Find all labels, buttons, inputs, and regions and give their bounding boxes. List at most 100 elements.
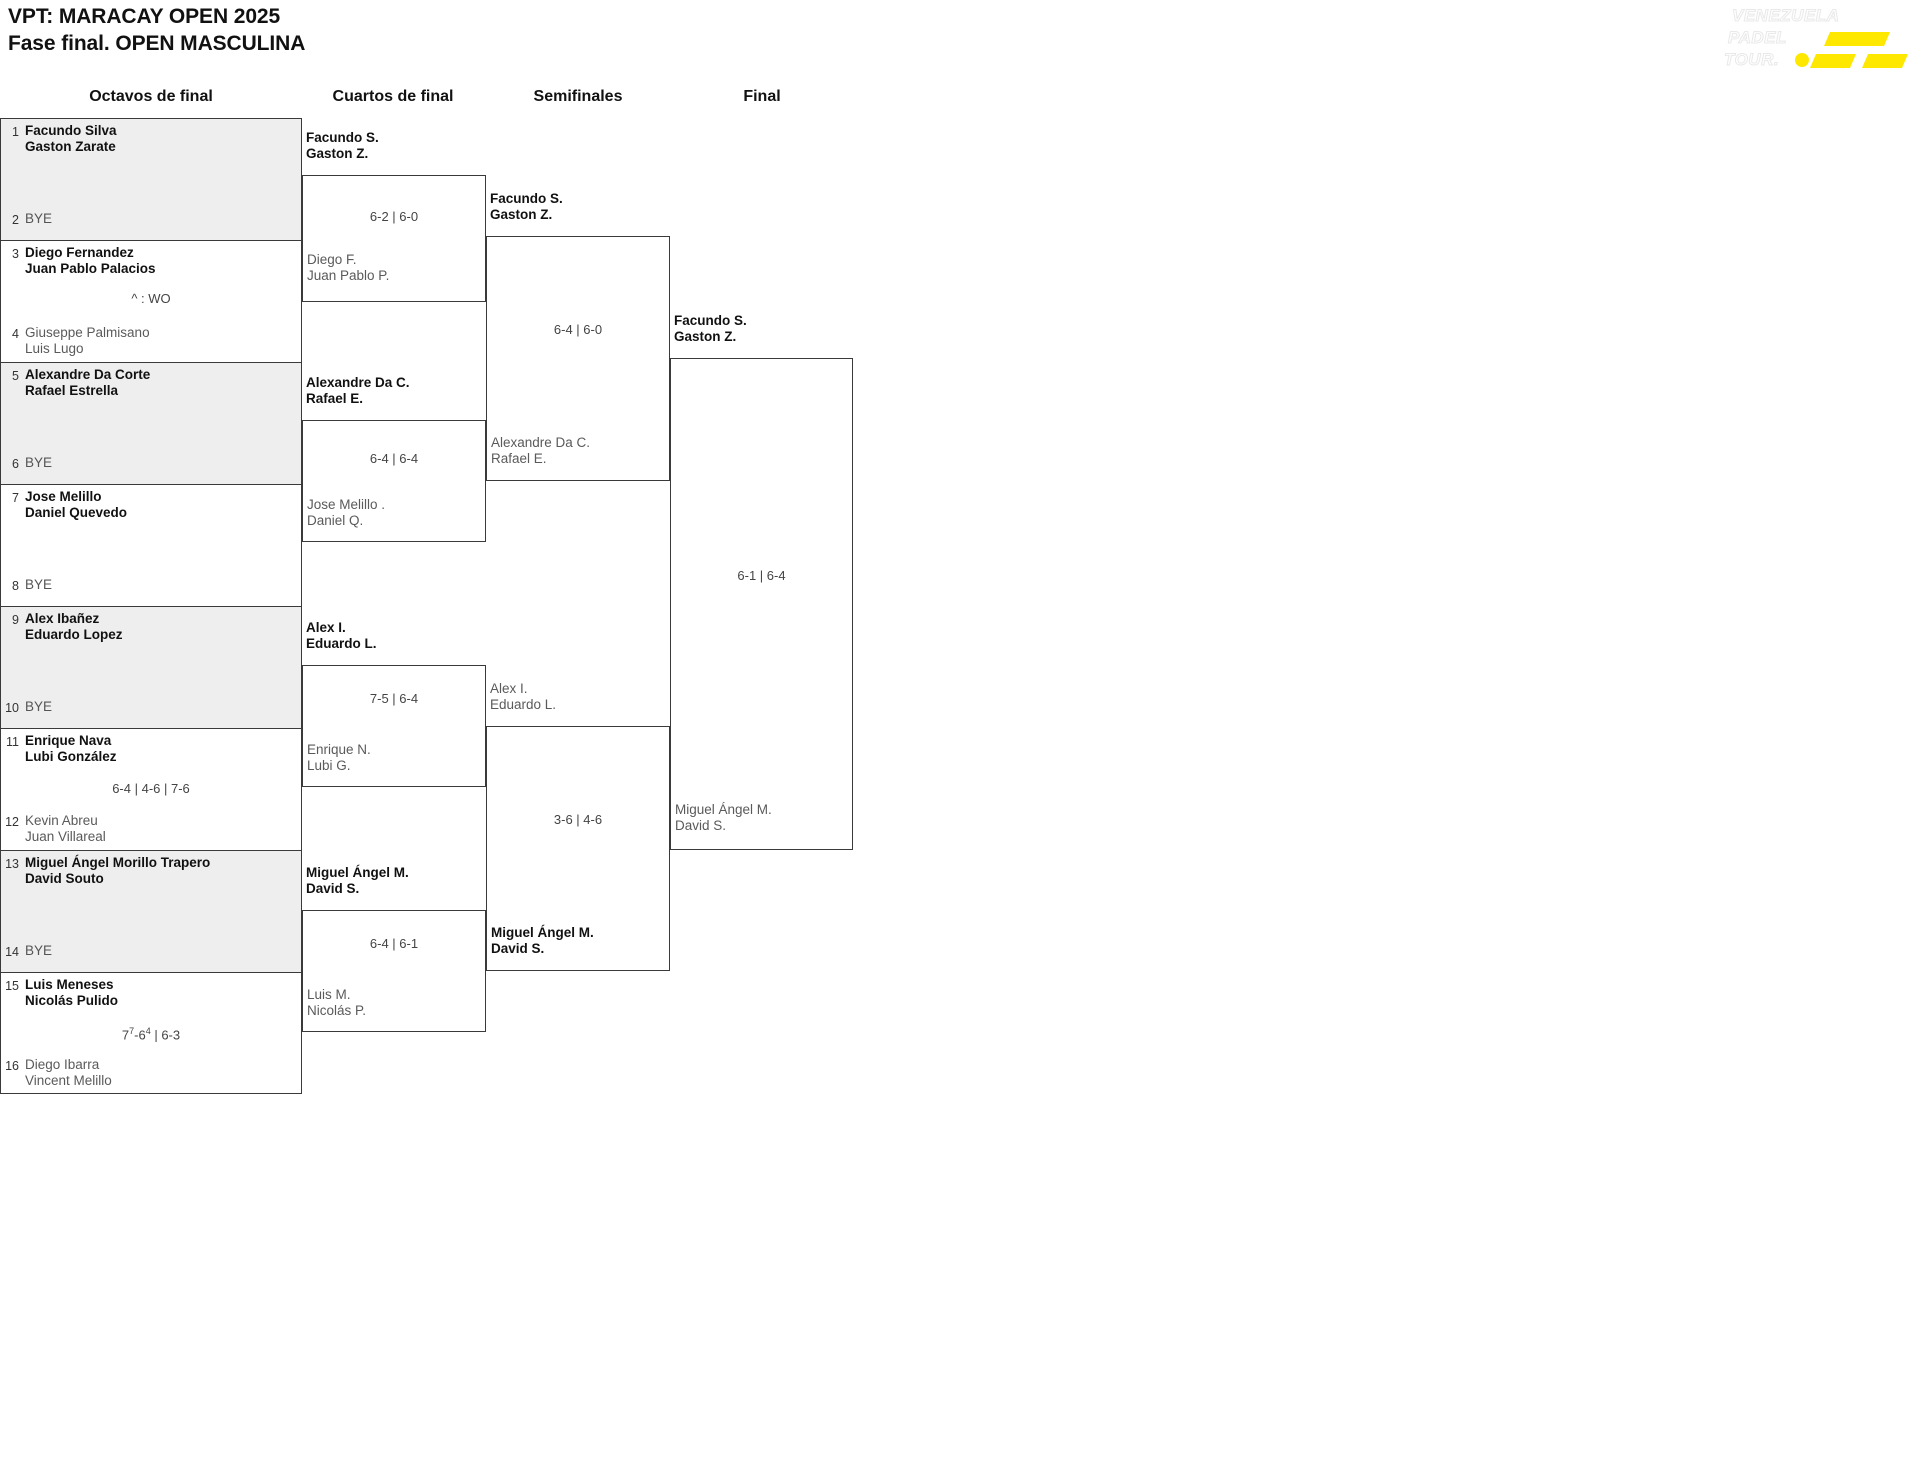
- r1-score-6: 6-4 | 4-6 | 7-6: [112, 781, 190, 796]
- round-heading-cuartos: Cuartos de final: [332, 88, 454, 105]
- player-1: Alex Ibañez: [25, 611, 100, 626]
- player-names: Alex Ibañez Eduardo Lopez: [25, 611, 123, 643]
- r2-match-2-loser: Jose Melillo . Daniel Q.: [307, 497, 385, 529]
- r1-slot-2[interactable]: 2 BYE: [1, 211, 301, 227]
- player-1: Alexandre Da C.: [306, 375, 410, 390]
- tournament-subtitle: Fase final. OPEN MASCULINA: [8, 31, 306, 55]
- r1-block-5[interactable]: 9 Alex Ibañez Eduardo Lopez 10 BYE: [0, 606, 302, 728]
- r1-slot-5[interactable]: 5 Alexandre Da Corte Rafael Estrella: [1, 367, 301, 399]
- r1-slot-10[interactable]: 10 BYE: [1, 699, 301, 715]
- player-names: BYE: [25, 943, 52, 959]
- player-1: Alexandre Da Corte: [25, 367, 151, 382]
- score-set1-games: 7: [121, 1027, 130, 1043]
- r1-slot-11[interactable]: 11 Enrique Nava Lubi González: [1, 733, 301, 765]
- player-names: BYE: [25, 577, 52, 593]
- seed-number: 9: [12, 613, 19, 627]
- r3-match-1-score: 6-4 | 6-0: [553, 322, 603, 337]
- r1-slot-14[interactable]: 14 BYE: [1, 943, 301, 959]
- r1-slot-16[interactable]: 16 Diego Ibarra Vincent Melillo: [1, 1057, 301, 1089]
- r1-block-3[interactable]: 5 Alexandre Da Corte Rafael Estrella 6 B…: [0, 362, 302, 484]
- r2-match-4-loser: Luis M. Nicolás P.: [307, 987, 366, 1019]
- r1-slot-4[interactable]: 4 Giuseppe Palmisano Luis Lugo: [1, 325, 301, 357]
- r2-match-2-winner: Alexandre Da C. Rafael E.: [306, 375, 410, 407]
- r2-match-1-loser: Diego F. Juan Pablo P.: [307, 252, 389, 284]
- r1-block-4[interactable]: 7 Jose Melillo Daniel Quevedo 8 BYE: [0, 484, 302, 606]
- seed-number: 14: [5, 945, 19, 959]
- seed-number: 2: [12, 213, 19, 227]
- r2-match-3-winner: Alex I. Eduardo L.: [306, 620, 377, 652]
- r1-slot-9[interactable]: 9 Alex Ibañez Eduardo Lopez: [1, 611, 301, 643]
- seed-number: 13: [5, 857, 19, 871]
- player-2: Gaston Z.: [306, 145, 369, 161]
- r4-final-box[interactable]: 6-1 | 6-4 Miguel Ángel M. David S.: [670, 358, 853, 850]
- r2-match-4-box[interactable]: 6-4 | 6-1 Luis M. Nicolás P.: [302, 910, 486, 1032]
- player-1: Miguel Ángel M.: [306, 865, 409, 880]
- r2-match-2-box[interactable]: 6-4 | 6-4 Jose Melillo . Daniel Q.: [302, 420, 486, 542]
- player-1: Jose Melillo: [25, 489, 102, 504]
- r1-slot-15[interactable]: 15 Luis Meneses Nicolás Pulido: [1, 977, 301, 1009]
- r2-match-2-score: 6-4 | 6-4: [369, 451, 419, 466]
- r3-match-2-box[interactable]: 3-6 | 4-6 Miguel Ángel M. David S.: [486, 726, 670, 971]
- r2-match-1-box[interactable]: 6-2 | 6-0 Diego F. Juan Pablo P.: [302, 175, 486, 302]
- player-2: Nicolás Pulido: [25, 992, 119, 1008]
- score-set1-opp-games: 6: [138, 1027, 146, 1043]
- seed-number: 1: [12, 125, 19, 139]
- r1-slot-1[interactable]: 1 Facundo Silva Gaston Zarate: [1, 123, 301, 155]
- seed-number: 4: [12, 327, 19, 341]
- score-dash: -: [134, 1027, 139, 1043]
- r2-match-4-winner: Miguel Ángel M. David S.: [306, 865, 409, 897]
- bye-label: BYE: [25, 699, 53, 714]
- r1-slot-8[interactable]: 8 BYE: [1, 577, 301, 593]
- player-2: Daniel Quevedo: [25, 504, 128, 520]
- r1-block-1[interactable]: 1 Facundo Silva Gaston Zarate 2 BYE: [0, 118, 302, 240]
- player-1: Diego F.: [307, 252, 357, 267]
- r1-block-2[interactable]: 3 Diego Fernandez Juan Pablo Palacios 4 …: [0, 240, 302, 362]
- r1-block-8[interactable]: 15 Luis Meneses Nicolás Pulido 16 Diego …: [0, 972, 302, 1094]
- r2-match-3-box[interactable]: 7-5 | 6-4 Enrique N. Lubi G.: [302, 665, 486, 787]
- r1-slot-12[interactable]: 12 Kevin Abreu Juan Villareal: [1, 813, 301, 845]
- logo-line1-text: VENEZUELA: [1732, 6, 1839, 25]
- venezuela-padel-tour-logo: VENEZUELA PADEL TOUR.: [1718, 2, 1914, 80]
- player-2: David S.: [491, 940, 545, 956]
- r2-match-1-score: 6-2 | 6-0: [369, 209, 419, 224]
- player-2: Rafael E.: [491, 450, 547, 466]
- r2-match-3-score: 7-5 | 6-4: [369, 691, 419, 706]
- r1-slot-13[interactable]: 13 Miguel Ángel Morillo Trapero David So…: [1, 855, 301, 887]
- logo-bar-2: [1810, 54, 1856, 68]
- player-1: Facundo Silva: [25, 123, 117, 138]
- player-2: Daniel Q.: [307, 512, 364, 528]
- logo-line3-text: TOUR.: [1724, 50, 1779, 69]
- player-1: Enrique N.: [307, 742, 371, 757]
- round-heading-octavos: Octavos de final: [89, 88, 213, 105]
- score-set1-tiebreak: 7: [129, 1026, 135, 1036]
- r4-runner-up: Miguel Ángel M. David S.: [675, 802, 772, 834]
- r1-slot-7[interactable]: 7 Jose Melillo Daniel Quevedo: [1, 489, 301, 521]
- player-1: Kevin Abreu: [25, 813, 98, 828]
- round-heading-final: Final: [743, 88, 781, 105]
- player-1: Miguel Ángel Morillo Trapero: [25, 855, 211, 870]
- player-2: David Souto: [25, 870, 104, 886]
- player-1: Alex I.: [306, 620, 346, 635]
- r1-slot-6[interactable]: 6 BYE: [1, 455, 301, 471]
- player-2: Eduardo L.: [490, 696, 557, 712]
- player-2: Rafael E.: [306, 390, 364, 406]
- player-names: Kevin Abreu Juan Villareal: [25, 813, 106, 845]
- player-names: BYE: [25, 211, 52, 227]
- seed-number: 15: [5, 979, 19, 993]
- player-1: Facundo S.: [306, 130, 379, 145]
- bye-label: BYE: [25, 455, 53, 470]
- r3-match-2-winner-bottom: Miguel Ángel M. David S.: [491, 925, 594, 957]
- player-names: Alexandre Da Corte Rafael Estrella: [25, 367, 150, 399]
- bye-label: BYE: [25, 577, 53, 592]
- seed-number: 16: [5, 1059, 19, 1073]
- r3-match-1-box[interactable]: 6-4 | 6-0 Alexandre Da C. Rafael E.: [486, 236, 670, 481]
- r1-slot-3[interactable]: 3 Diego Fernandez Juan Pablo Palacios: [1, 245, 301, 277]
- player-2: Lubi González: [25, 748, 117, 764]
- player-2: Gaston Z.: [490, 206, 553, 222]
- player-1: Alexandre Da C.: [491, 435, 591, 450]
- bye-label: BYE: [25, 211, 53, 226]
- r3-match-2-winner: Alex I. Eduardo L.: [490, 681, 556, 713]
- r1-block-6[interactable]: 11 Enrique Nava Lubi González 12 Kevin A…: [0, 728, 302, 850]
- r1-block-7[interactable]: 13 Miguel Ángel Morillo Trapero David So…: [0, 850, 302, 972]
- player-1: Facundo S.: [490, 191, 563, 206]
